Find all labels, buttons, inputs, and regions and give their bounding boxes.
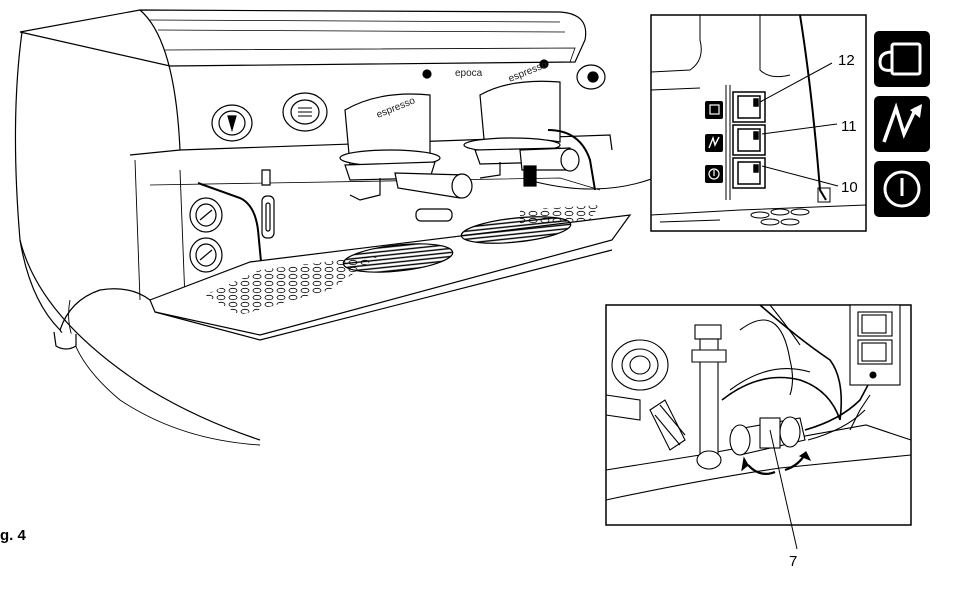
- figure-caption: g. 4: [0, 527, 26, 544]
- callout-12: 12: [838, 52, 855, 69]
- brand-label: epoca: [455, 68, 483, 79]
- zoom-connector: [535, 171, 669, 190]
- leader-10: [761, 165, 839, 187]
- power-icon: [874, 161, 930, 217]
- callout-10: 10: [841, 179, 858, 196]
- leader-11: [761, 123, 838, 135]
- portafilter-left: [344, 161, 473, 201]
- callout-11: 11: [841, 118, 857, 135]
- steam-knob-left: [211, 104, 253, 142]
- leader-12: [759, 62, 833, 103]
- pressure-gauges: [189, 197, 223, 273]
- espresso-machine-drawing: [14, 9, 632, 446]
- portafilter-right: [474, 147, 580, 179]
- steam-knob-right: [576, 64, 606, 90]
- cup-icon: [874, 31, 930, 87]
- small-symbols: [705, 101, 723, 183]
- hot-water-knob: [282, 92, 328, 132]
- switch-housings: [732, 91, 766, 189]
- valve-detail-inset: [605, 304, 912, 550]
- callout-7: 7: [789, 553, 797, 570]
- leader-7: [769, 429, 798, 550]
- lightning-icon: [874, 96, 930, 152]
- switch-panel-inset: [650, 14, 867, 232]
